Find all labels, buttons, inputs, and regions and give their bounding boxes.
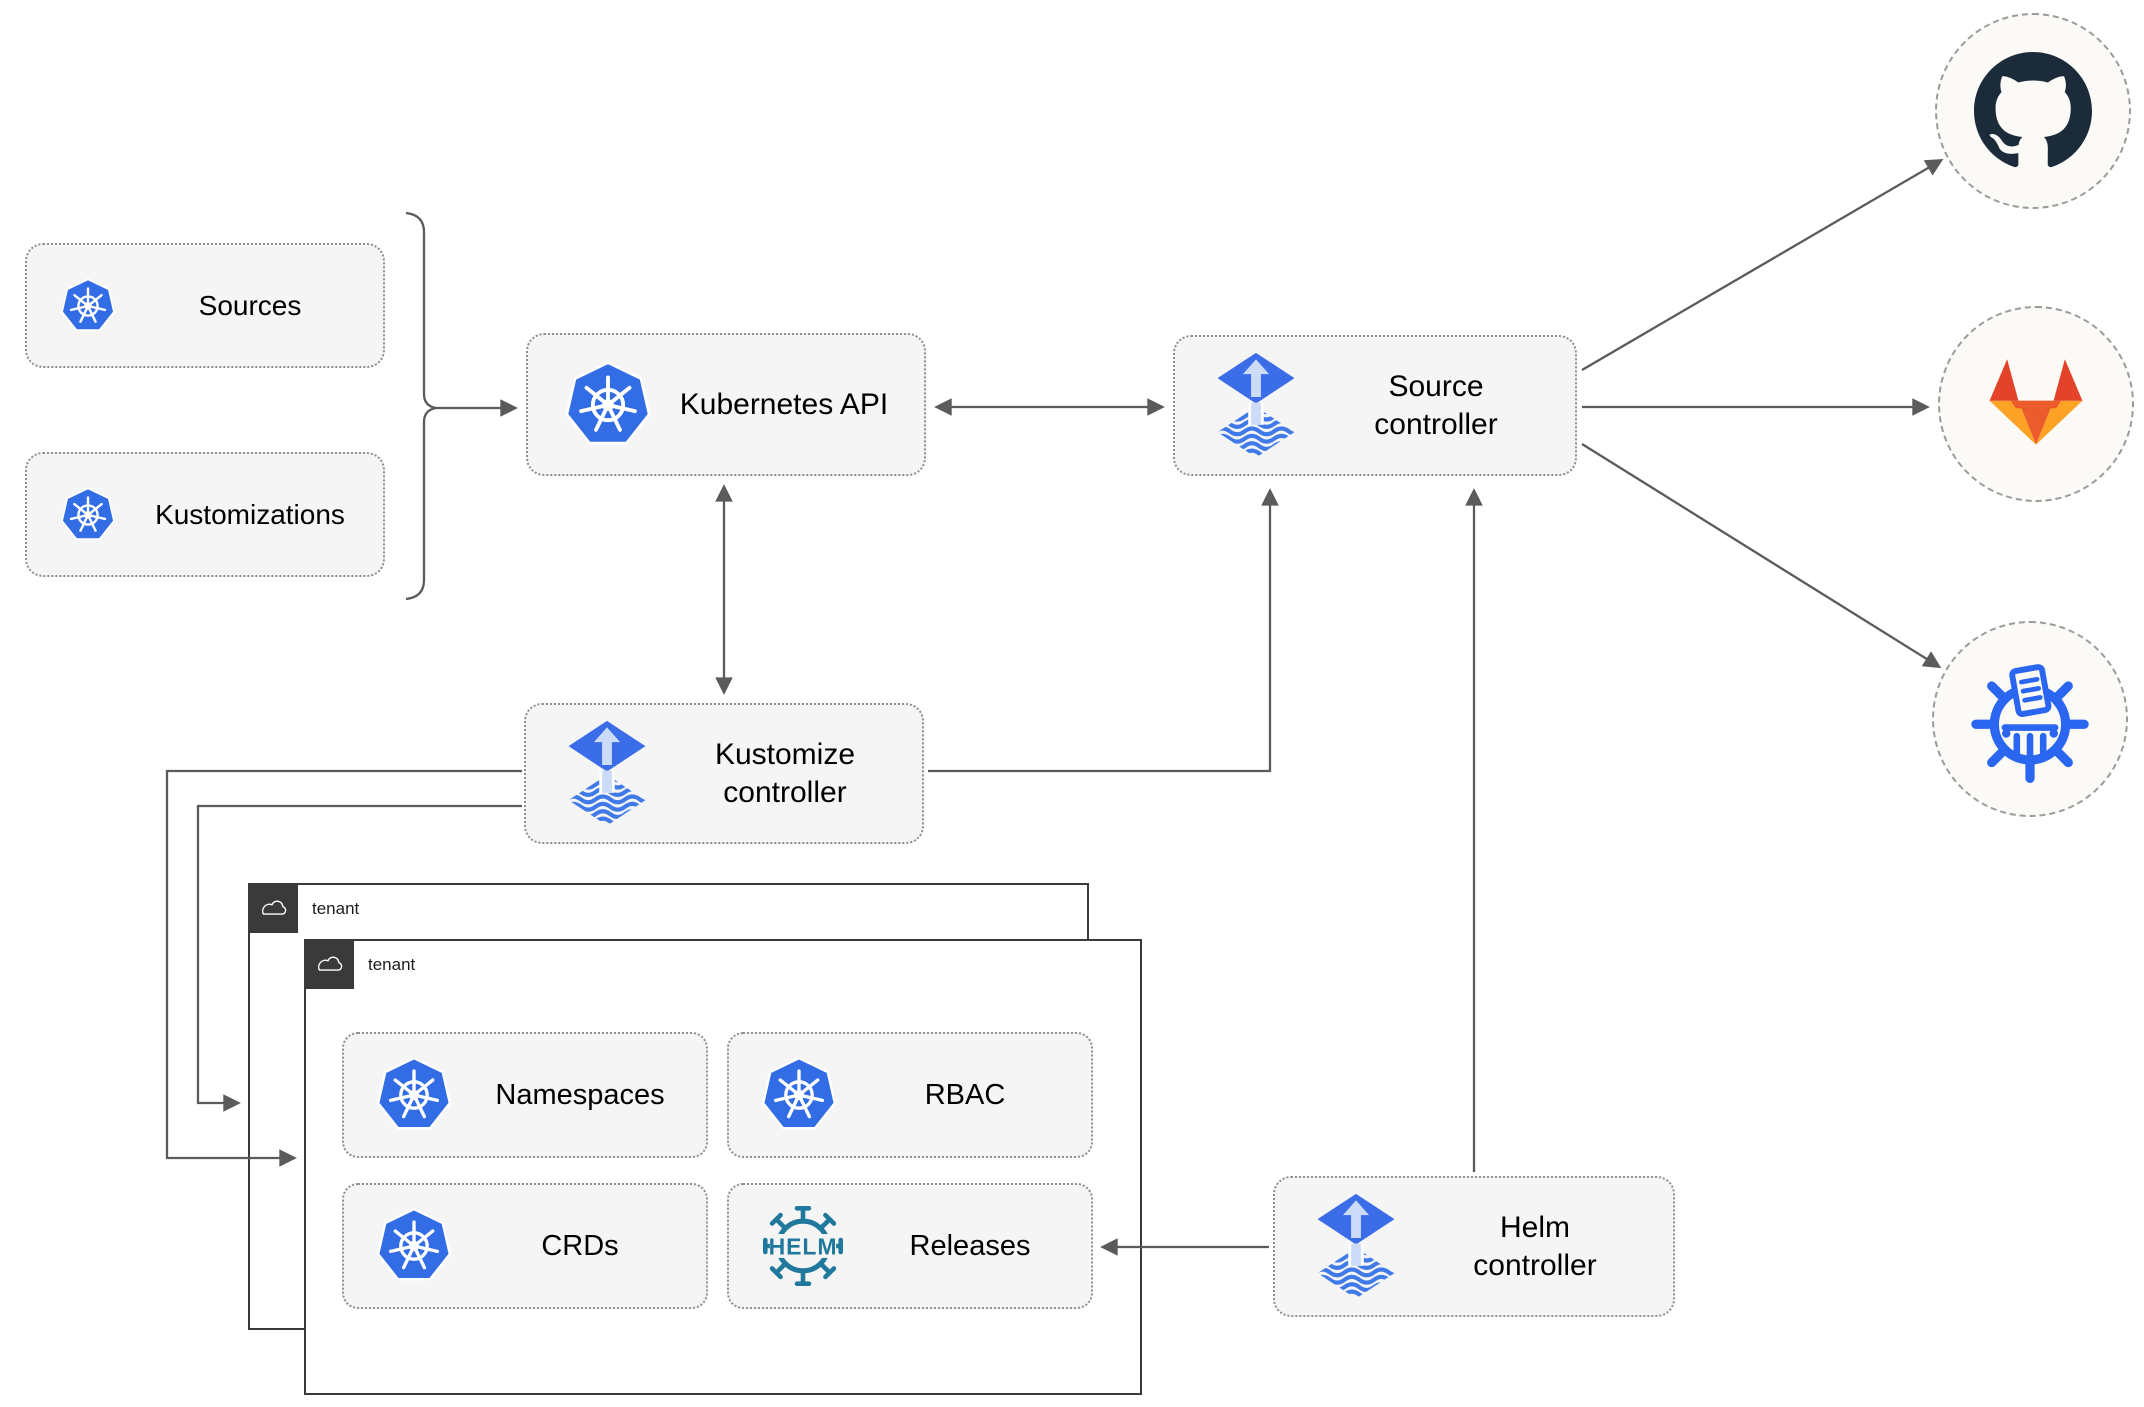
sources-label: Sources bbox=[198, 290, 302, 321]
cloud-icon bbox=[313, 953, 345, 976]
helm-controller-label: Helm controller bbox=[1473, 1211, 1597, 1282]
arrow-source-to-chartmuseum bbox=[1581, 443, 1942, 669]
kubernetes-icon bbox=[59, 277, 117, 335]
bracket-resources-group bbox=[405, 211, 437, 601]
helm-logo-text: HELM bbox=[769, 1233, 838, 1259]
kustomizations-label: Kustomizations bbox=[155, 499, 345, 530]
kubernetes-icon bbox=[374, 1055, 454, 1135]
namespaces-box: Namespaces bbox=[342, 1032, 708, 1158]
releases-box: HELM Releases bbox=[727, 1183, 1093, 1309]
source-controller-label: Source controller bbox=[1374, 370, 1498, 441]
kubernetes-icon bbox=[759, 1055, 839, 1135]
tenant-box-front: tenant bbox=[304, 939, 1142, 1395]
tenant-tab bbox=[248, 883, 298, 933]
kustomizations-box: Kustomizations bbox=[25, 452, 385, 577]
rbac-box: RBAC bbox=[727, 1032, 1093, 1158]
cloud-icon bbox=[257, 897, 289, 920]
helm-icon: HELM bbox=[757, 1200, 849, 1292]
kustomize-controller-box: Kustomize controller bbox=[524, 703, 924, 844]
chartmuseum-icon bbox=[1964, 653, 2096, 785]
crds-label: CRDs bbox=[541, 1229, 619, 1262]
helm-controller-box: Helm controller bbox=[1273, 1176, 1675, 1317]
namespaces-label: Namespaces bbox=[495, 1078, 665, 1111]
github-endpoint bbox=[1935, 13, 2131, 209]
chartmuseum-endpoint bbox=[1932, 621, 2128, 817]
gitlab-endpoint bbox=[1938, 306, 2134, 502]
kubernetes-api-box: Kubernetes API bbox=[526, 333, 926, 476]
flux-icon bbox=[1215, 352, 1297, 460]
github-icon bbox=[1974, 52, 2092, 170]
kubernetes-icon bbox=[562, 359, 654, 451]
tenant-label: tenant bbox=[368, 955, 416, 974]
releases-label: Releases bbox=[909, 1229, 1031, 1262]
arrow-source-to-github bbox=[1581, 159, 1944, 371]
crds-box: CRDs bbox=[342, 1183, 708, 1309]
tenant-label: tenant bbox=[312, 899, 360, 918]
arrow-kustomize-to-source-controller bbox=[928, 488, 1279, 773]
flux-icon bbox=[1315, 1193, 1397, 1301]
kubernetes-api-label: Kubernetes API bbox=[679, 387, 889, 421]
sources-box: Sources bbox=[25, 243, 385, 368]
rbac-label: RBAC bbox=[924, 1078, 1006, 1111]
kubernetes-icon bbox=[374, 1206, 454, 1286]
gitlab-icon bbox=[1973, 348, 2099, 461]
source-controller-box: Source controller bbox=[1173, 335, 1577, 476]
kubernetes-icon bbox=[59, 486, 117, 544]
tenant-tab bbox=[304, 939, 354, 989]
kustomize-controller-label: Kustomize controller bbox=[714, 738, 856, 809]
flux-icon bbox=[566, 720, 648, 828]
